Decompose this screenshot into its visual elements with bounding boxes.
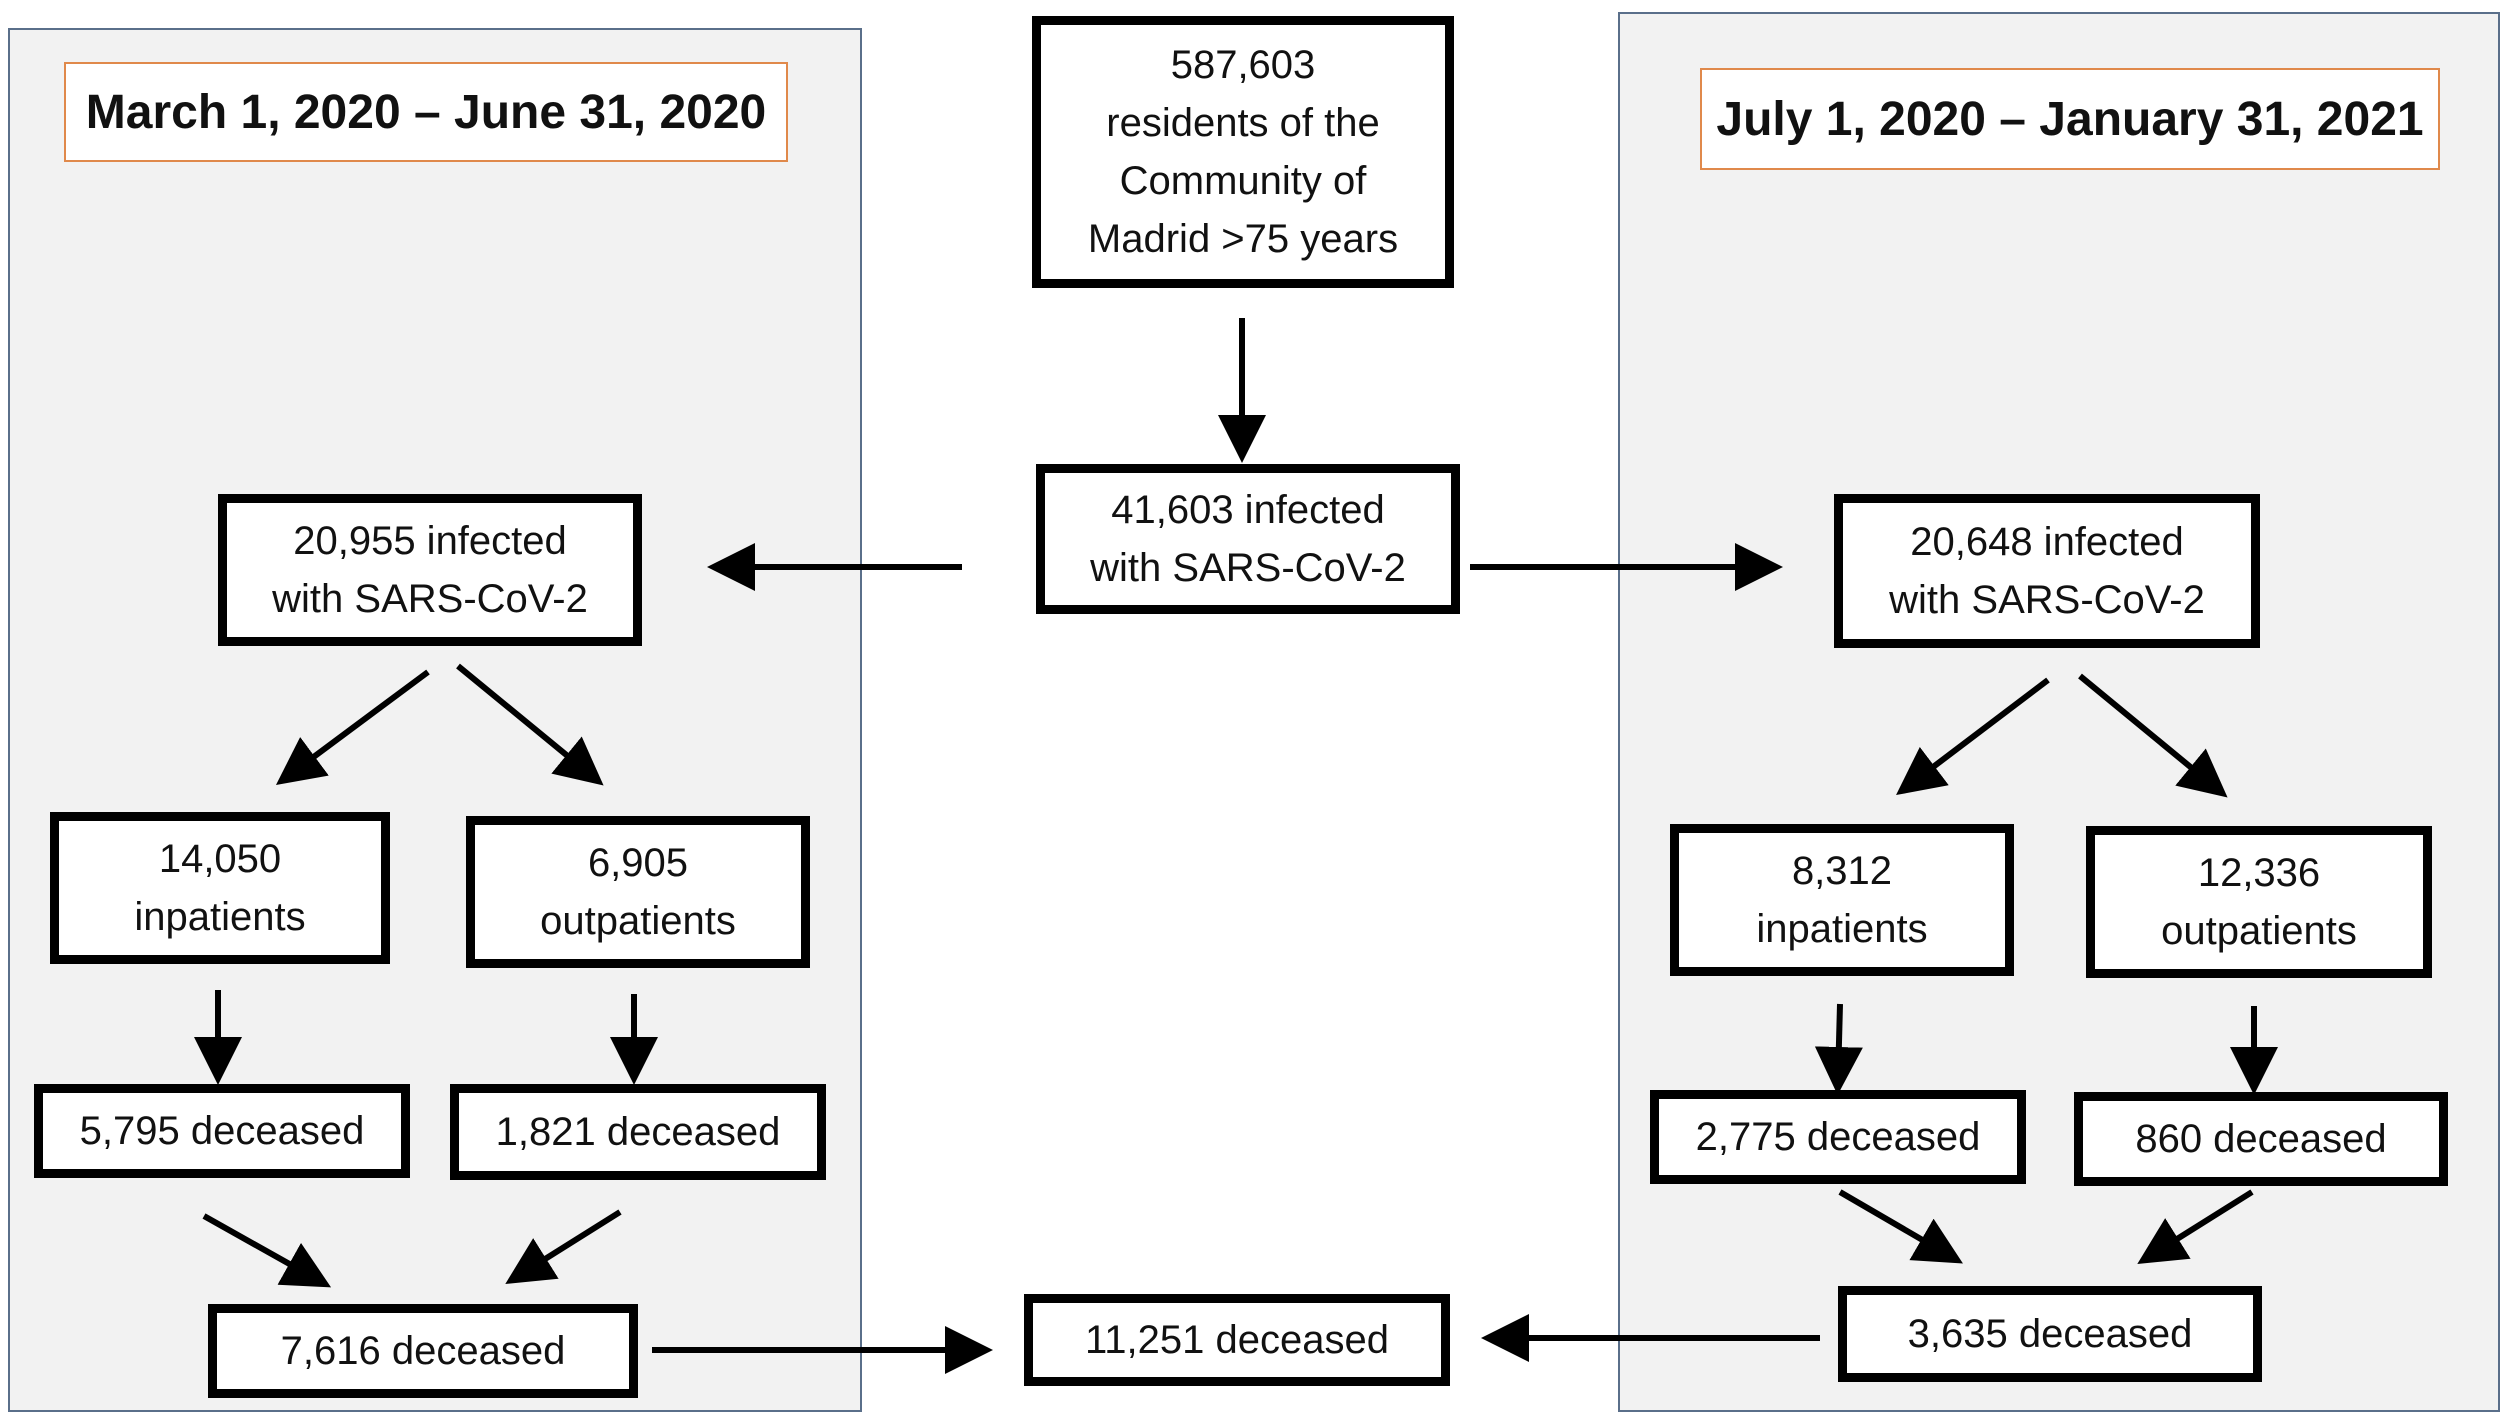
arrow-right-outdeceased-to-total [2137,1189,2254,1264]
right-outpatients-deceased-box: 860 deceased [2074,1092,2448,1186]
population-box: 587,603 residents of the Community of Ma… [1032,16,1454,288]
right-outpatients-box: 12,336 outpatients [2086,826,2432,978]
left-outpatients-deceased-box: 1,821 deceased [450,1084,826,1180]
right-period-label: July 1, 2020 – January 31, 2021 [1700,68,2440,170]
arrow-left-infected-to-outpatients [456,663,604,786]
total-infected-box: 41,603 infected with SARS-CoV-2 [1036,464,1460,614]
left-infected-box: 20,955 infected with SARS-CoV-2 [218,494,642,646]
population-line: Madrid >75 years [1087,217,1399,261]
arrow-right-inpdeceased-to-total [1838,1189,1963,1264]
arrow-left-infected-to-inpatients [275,669,430,785]
population-line: 587,603 [1170,43,1316,87]
left-inpatients-deceased-box: 5,795 deceased [34,1084,410,1178]
arrow-left-outdeceased-to-total [505,1209,622,1284]
right-total-deceased-box: 3,635 deceased [1838,1286,2262,1382]
arrow-right-infected-to-outpatients [2078,673,2228,798]
right-inpatients-deceased-box: 2,775 deceased [1650,1090,2026,1184]
total-deceased-box: 11,251 deceased [1024,1294,1450,1386]
left-period-label: March 1, 2020 – June 31, 2020 [64,62,788,162]
left-period-panel [8,28,862,1412]
population-line: residents of the [1106,101,1380,145]
left-total-deceased-box: 7,616 deceased [208,1304,638,1398]
left-inpatients-box: 14,050 inpatients [50,812,390,964]
population-line: Community of [1119,159,1367,203]
left-outpatients-box: 6,905 outpatients [466,816,810,968]
right-inpatients-box: 8,312 inpatients [1670,824,2014,976]
arrow-right-inpatients-to-deceased [1814,1003,1863,1095]
right-infected-box: 20,648 infected with SARS-CoV-2 [1834,494,2260,648]
arrow-right-infected-to-inpatients [1896,677,2050,796]
arrow-left-inpdeceased-to-total [202,1213,332,1288]
